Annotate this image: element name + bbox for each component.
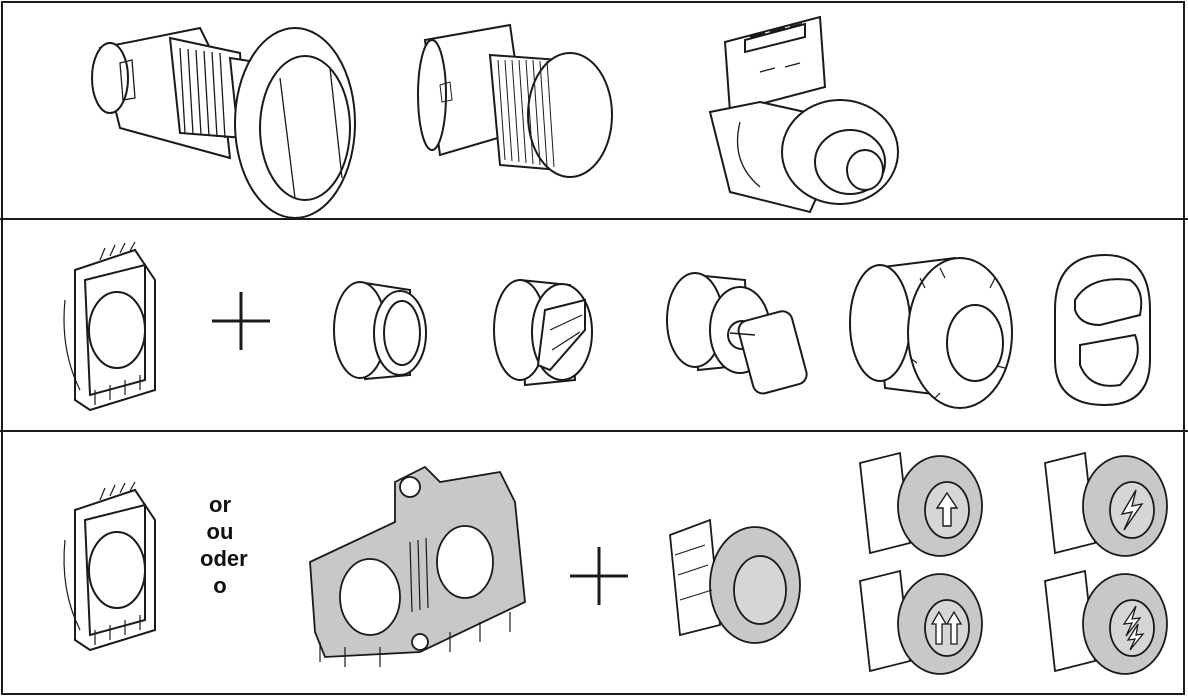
flush-pushbutton-icon bbox=[417, 23, 613, 178]
lightning-pushbutton-icon bbox=[1044, 451, 1168, 557]
connector-word-oder: oder bbox=[200, 546, 248, 571]
contact-block-holder-icon bbox=[63, 481, 156, 652]
emergency-stop-head-icon bbox=[849, 256, 1013, 409]
double-arrow-pushbutton-icon bbox=[859, 569, 983, 675]
plus-sign-icon bbox=[212, 292, 270, 350]
selector-switch-head-icon bbox=[493, 278, 593, 387]
double-mounting-adapter-icon bbox=[309, 465, 526, 667]
connector-word-o: o bbox=[213, 573, 227, 598]
connector-terminal-block-icon bbox=[708, 15, 899, 214]
double-lightning-pushbutton-icon bbox=[1044, 569, 1168, 675]
contact-block-holder-icon bbox=[63, 241, 156, 412]
row-divider-2 bbox=[0, 430, 1188, 432]
connector-word-ou: ou bbox=[206, 519, 234, 544]
mushroom-pushbutton-icon bbox=[91, 26, 356, 219]
connector-words: or ou oder o bbox=[200, 491, 248, 599]
arrow-up-pushbutton-icon bbox=[859, 451, 983, 557]
key-switch-head-icon bbox=[666, 272, 808, 395]
row-divider-1 bbox=[0, 218, 1188, 220]
grey-pushbutton-icon bbox=[669, 518, 801, 644]
double-pushbutton-head-icon bbox=[1054, 253, 1151, 407]
round-pushbutton-head-icon bbox=[333, 281, 427, 381]
plus-sign-icon bbox=[570, 547, 628, 605]
connector-word-or: or bbox=[209, 492, 231, 517]
